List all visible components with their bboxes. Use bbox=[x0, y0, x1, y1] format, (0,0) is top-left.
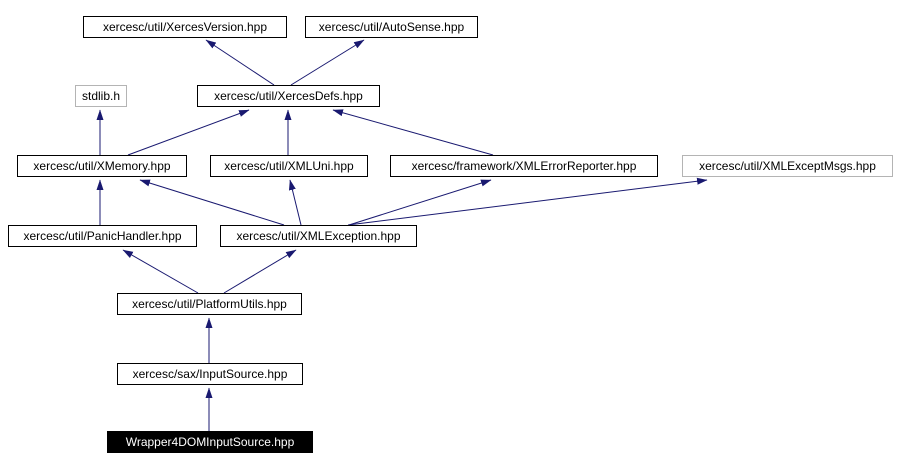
graph-node-xmlexception[interactable]: xercesc/util/XMLException.hpp bbox=[220, 225, 417, 247]
graph-node-platformutils[interactable]: xercesc/util/PlatformUtils.hpp bbox=[117, 293, 302, 315]
graph-node-xmluni[interactable]: xercesc/util/XMLUni.hpp bbox=[210, 155, 368, 177]
graph-node-xercesdefs[interactable]: xercesc/util/XercesDefs.hpp bbox=[197, 85, 380, 107]
graph-node-xmlerrorreporter[interactable]: xercesc/framework/XMLErrorReporter.hpp bbox=[390, 155, 658, 177]
graph-node-wrapper: Wrapper4DOMInputSource.hpp bbox=[107, 431, 313, 453]
graph-node-xmlexceptmsgs: xercesc/util/XMLExceptMsgs.hpp bbox=[682, 155, 893, 177]
graph-node-xmemory[interactable]: xercesc/util/XMemory.hpp bbox=[17, 155, 187, 177]
graph-node-panichandler[interactable]: xercesc/util/PanicHandler.hpp bbox=[8, 225, 197, 247]
graph-node-xercesversion[interactable]: xercesc/util/XercesVersion.hpp bbox=[83, 16, 287, 38]
graph-node-inputsource[interactable]: xercesc/sax/InputSource.hpp bbox=[117, 363, 303, 385]
graph-node-autosense[interactable]: xercesc/util/AutoSense.hpp bbox=[305, 16, 478, 38]
graph-node-stdlib: stdlib.h bbox=[75, 85, 127, 107]
